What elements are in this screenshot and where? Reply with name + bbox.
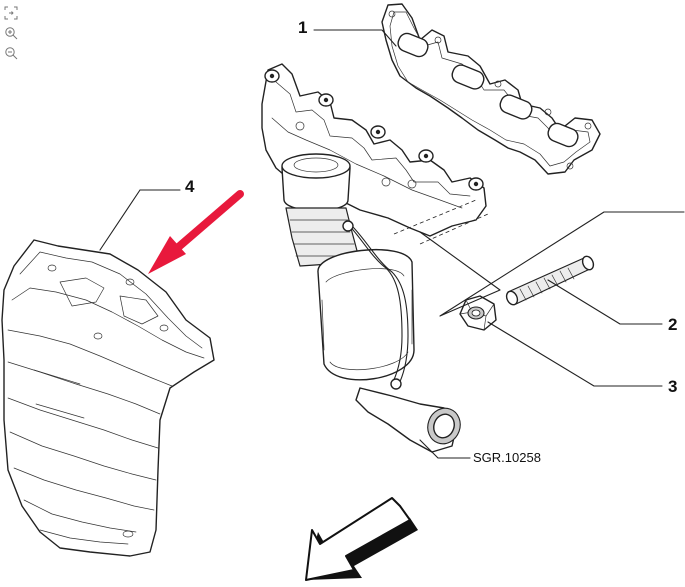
leader-lines	[99, 29, 685, 459]
callout-2: 2	[668, 315, 677, 334]
nut-part[interactable]	[459, 295, 497, 331]
zoom-out-button[interactable]	[4, 46, 18, 60]
fit-icon	[4, 6, 18, 20]
direction-arrow	[305, 497, 418, 581]
reference-code: SGR.10258	[473, 450, 541, 465]
zoom-in-button[interactable]	[4, 26, 18, 40]
callout-3: 3	[668, 377, 677, 396]
gasket-part[interactable]	[381, 3, 601, 175]
fit-to-screen-button[interactable]	[4, 6, 18, 20]
heat-shield-part[interactable]	[1, 239, 215, 557]
callout-4: 4	[185, 177, 195, 196]
stud-part[interactable]	[505, 255, 596, 307]
callout-1: 1	[298, 18, 307, 37]
viewer-toolbar	[4, 6, 20, 66]
zoom-in-icon	[5, 27, 18, 40]
exhaust-manifold-assembly[interactable]	[261, 63, 489, 453]
zoom-out-icon	[5, 47, 18, 60]
highlight-arrow	[148, 190, 244, 274]
